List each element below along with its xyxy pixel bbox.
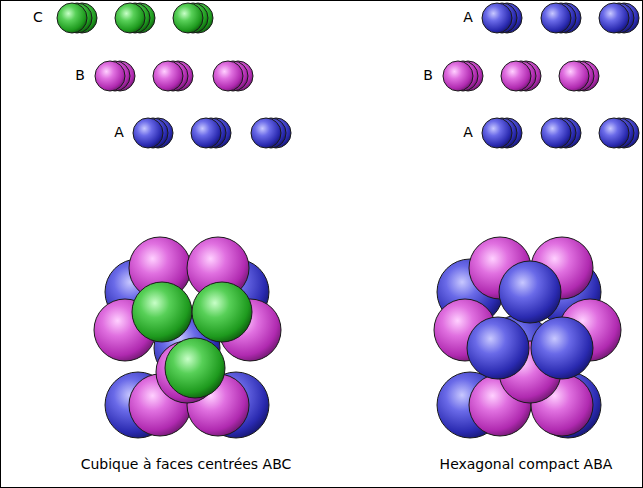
structure-caption: Hexagonal compact ABA [440,457,613,472]
atom-sphere [95,61,125,91]
hcp-stack [434,237,621,438]
fcc-stack [94,237,281,438]
atom-sphere [541,118,571,148]
layer-letter: B [423,68,433,83]
atom-sphere [191,118,221,148]
atom-sphere [482,3,512,33]
atom-sphere [133,118,163,148]
layer-letter: A [463,10,473,25]
layer-letter: B [75,68,85,83]
atom-sphere [132,282,192,342]
atom-sphere [173,3,203,33]
atom-sphere [251,118,281,148]
atom-sphere [482,118,512,148]
atom-sphere [501,61,531,91]
atom-sphere [599,118,629,148]
atom-sphere [443,61,473,91]
atom-sphere [115,3,145,33]
layer-letter: C [33,10,43,25]
atom-sphere [541,3,571,33]
atom-sphere [531,317,593,379]
structure-caption: Cubique à faces centrées ABC [81,457,292,472]
atom-sphere [57,3,87,33]
atom-sphere [192,282,252,342]
atom-sphere [213,61,243,91]
atom-sphere [165,338,225,398]
layer-letter: A [463,125,473,140]
atom-sphere [559,61,589,91]
atom-sphere [153,61,183,91]
layer-rows [57,3,639,148]
atom-sphere [599,3,629,33]
layer-letter: A [114,125,124,140]
atom-sphere [499,261,561,323]
atom-sphere [467,317,529,379]
